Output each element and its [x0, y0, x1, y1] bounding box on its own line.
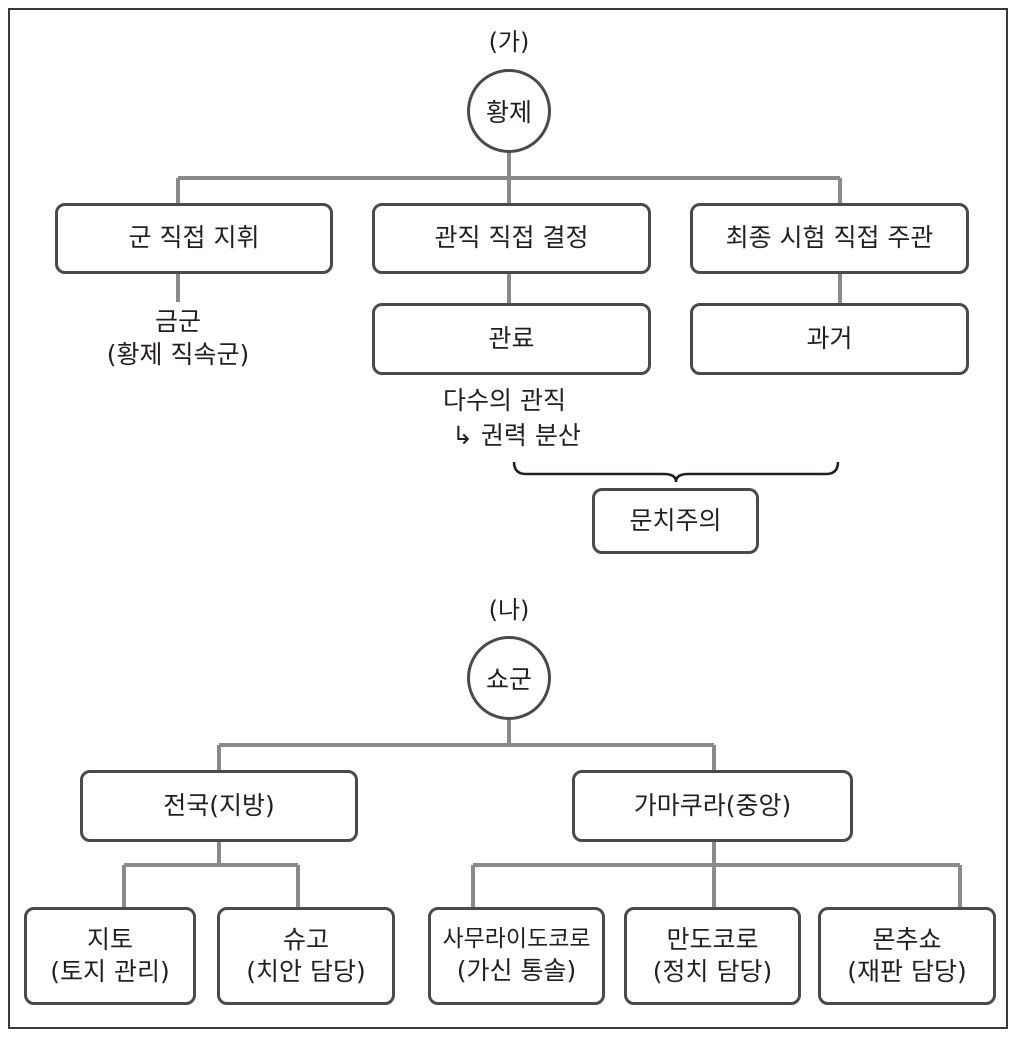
shugo-title: 슈고	[282, 924, 329, 954]
mandokoro-desc: (정치 담당)	[652, 957, 773, 986]
jito-title: 지토	[86, 924, 133, 954]
provinces-box: 전국(지방)	[80, 770, 358, 842]
branch-exam-box: 최종 시험 직접 주관	[690, 203, 969, 274]
part-a-label: (가)	[488, 28, 530, 56]
branch-military-box: 군 직접 지휘	[55, 203, 333, 274]
emperor-node: 황제	[467, 69, 551, 153]
monchujo-title: 몬추쇼	[872, 924, 942, 954]
civil-exam-box: 과거	[690, 303, 969, 375]
monchujo-desc: (재판 담당)	[847, 957, 967, 986]
jito-desc: (토지 관리)	[50, 957, 170, 986]
civil-rule-box: 문치주의	[592, 488, 759, 554]
power-division-text: 권력 분산	[480, 421, 581, 450]
multiple-offices-note: 다수의 관직	[443, 386, 566, 415]
mandokoro-box: 만도코로 (정치 담당)	[624, 907, 801, 1005]
mandokoro-title: 만도코로	[666, 924, 759, 954]
imperial-guard-desc: (황제 직속군)	[106, 339, 250, 369]
branch-office-box: 관직 직접 결정	[372, 203, 651, 274]
diagram-frame	[8, 8, 1008, 1029]
shugo-desc: (치안 담당)	[246, 957, 366, 986]
imperial-guard-text: 금군 (황제 직속군)	[78, 306, 278, 371]
kamakura-box: 가마쿠라(중앙)	[572, 770, 853, 842]
arrow-icon: ↳	[452, 421, 473, 450]
brace	[512, 461, 840, 483]
samurai-dokoro-desc: (가신 통솔)	[456, 955, 577, 985]
samurai-dokoro-box: 사무라이도코로 (가신 통솔)	[428, 907, 605, 1005]
shogun-node: 쇼군	[467, 636, 551, 720]
power-division-note: ↳ 권력 분산	[452, 420, 581, 453]
part-b-label: (나)	[488, 596, 530, 624]
shugo-box: 슈고 (치안 담당)	[217, 907, 395, 1005]
monchujo-box: 몬추쇼 (재판 담당)	[818, 907, 996, 1005]
officials-box: 관료	[372, 303, 651, 375]
jito-box: 지토 (토지 관리)	[24, 907, 196, 1005]
imperial-guard-title: 금군	[154, 307, 201, 336]
samurai-dokoro-title: 사무라이도코로	[442, 925, 591, 952]
